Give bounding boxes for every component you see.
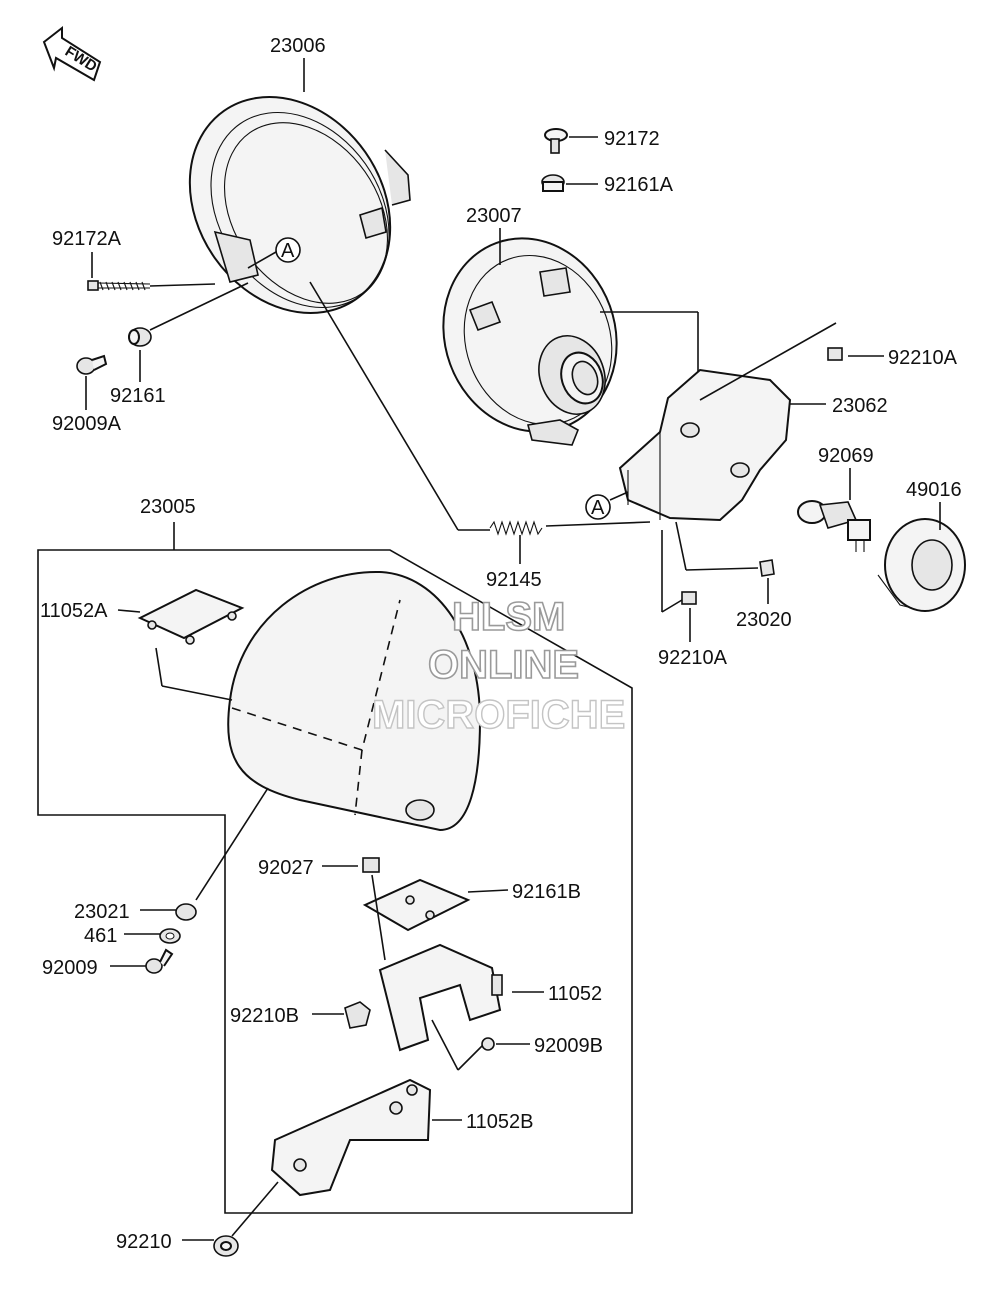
- grommet-92161a-part: [541, 174, 565, 192]
- nut-92210-part: [213, 1235, 239, 1257]
- label-92210a-bottom: 92210A: [658, 647, 728, 669]
- plate-92161b-part: [362, 878, 471, 932]
- headlight-housing-part: [227, 570, 482, 832]
- ref-a-marker-right: A: [585, 494, 611, 520]
- label-23020: 23020: [736, 609, 792, 631]
- label-11052: 11052: [548, 983, 602, 1005]
- label-92161a: 92161A: [604, 174, 674, 196]
- label-92145: 92145: [486, 569, 542, 591]
- nut-23021-part: [175, 903, 197, 921]
- washer-461-part: [159, 928, 181, 944]
- label-11052b: 11052B: [466, 1111, 533, 1133]
- headlight-rim-part: [188, 96, 411, 314]
- watermark-line3: MICROFICHE: [372, 693, 625, 737]
- bulb-part: [797, 500, 871, 552]
- label-92009a: 92009A: [52, 413, 122, 435]
- label-92210a-top: 92210A: [888, 347, 958, 369]
- collar-92027-part: [362, 857, 380, 873]
- label-23062: 23062: [832, 395, 888, 417]
- label-23021: 23021: [74, 901, 130, 923]
- label-49016: 49016: [906, 479, 962, 501]
- long-screw-part: [87, 280, 151, 291]
- label-11052a: 11052A: [40, 600, 108, 622]
- label-23007: 23007: [466, 205, 522, 227]
- label-23005: 23005: [140, 496, 196, 518]
- svg-text:A: A: [591, 497, 605, 519]
- assembly-23005-outline: [37, 522, 633, 1214]
- headlight-bracket-part: [618, 368, 792, 522]
- svg-text:A: A: [281, 240, 295, 262]
- clip-23020-part: [759, 559, 775, 577]
- grommet-part: [128, 327, 152, 347]
- fwd-arrow-icon: FWD: [42, 25, 102, 82]
- label-92027: 92027: [258, 857, 314, 879]
- nut-92210a-top-part: [827, 347, 843, 361]
- label-92069: 92069: [818, 445, 874, 467]
- screw-92009-part: [145, 948, 174, 974]
- bracket-11052-part: [378, 943, 503, 1052]
- screw-92172-part: [544, 128, 568, 154]
- label-92009: 92009: [42, 957, 98, 979]
- label-92161b: 92161B: [512, 881, 581, 903]
- label-92172a: 92172A: [52, 228, 122, 250]
- bracket-11052b-part: [270, 1078, 432, 1197]
- ref-a-marker-left: A: [275, 237, 301, 263]
- screw-92009a-part: [76, 354, 108, 375]
- label-92172: 92172: [604, 128, 660, 150]
- socket-cover-part: [877, 518, 966, 612]
- label-92009b: 92009B: [534, 1035, 603, 1057]
- nut-92210a-bottom-part: [681, 591, 697, 605]
- headlight-unit-part: [442, 237, 618, 446]
- watermark-line2: ONLINE: [428, 643, 579, 687]
- label-92210b: 92210B: [230, 1005, 299, 1027]
- plate-11052a-part: [137, 588, 245, 645]
- label-92161: 92161: [110, 385, 166, 407]
- label-23006: 23006: [270, 35, 326, 57]
- screw-92009b-part: [481, 1037, 495, 1051]
- nut-92210b-part: [344, 1001, 371, 1029]
- spring-part: [489, 520, 543, 536]
- label-92210: 92210: [116, 1231, 172, 1253]
- watermark-line1: HLSM: [452, 595, 565, 639]
- label-461: 461: [84, 925, 117, 947]
